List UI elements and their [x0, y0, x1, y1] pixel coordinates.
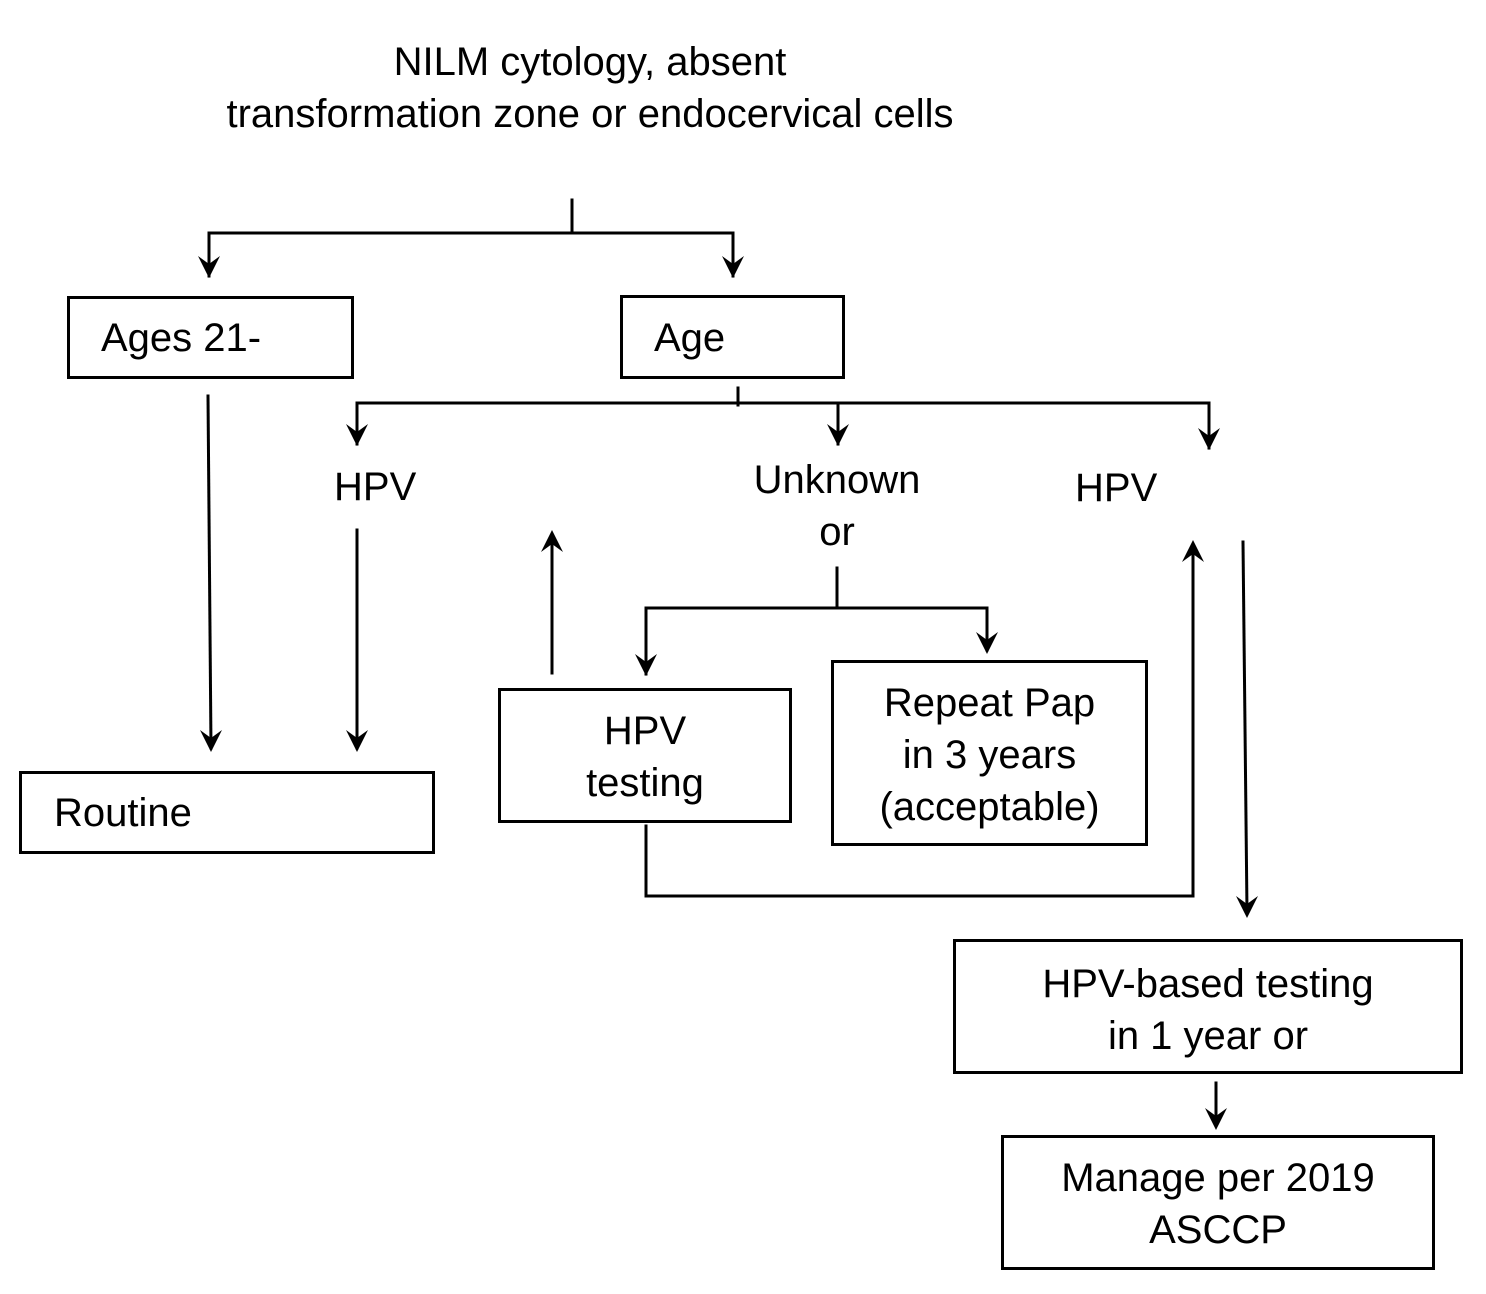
arrowhead-ages-21 — [198, 256, 220, 278]
repeat-pap-line-3: (acceptable) — [879, 785, 1100, 829]
routine-box: Routine — [19, 771, 435, 854]
hpv-based-line-2: in 1 year or — [1107, 1014, 1309, 1058]
unknown-line-1: Unknown — [753, 458, 921, 502]
connector-hpvright-hpvbased — [1241, 540, 1249, 914]
arrowhead-hpv-based — [1236, 896, 1258, 918]
arrowhead-hpv-right — [1198, 428, 1220, 450]
manage-box: Manage per 2019 ASCCP — [1001, 1135, 1435, 1270]
arrowhead-unknown — [827, 424, 849, 446]
connector-title-split — [207, 198, 735, 235]
connector-hpvtesting-hpvright — [644, 544, 1195, 898]
repeat-pap-line-1: Repeat Pap — [883, 681, 1096, 725]
manage-line-1: Manage per 2019 — [1061, 1156, 1375, 1200]
ages-21-box: Ages 21- — [67, 296, 354, 379]
hpv-based-testing-box: HPV-based testing in 1 year or — [953, 939, 1463, 1074]
diagram-title: NILM cytology, absent transformation zon… — [140, 36, 1040, 140]
hpv-testing-box: HPV testing — [498, 688, 792, 823]
arrowhead-hpv-testing — [635, 654, 657, 676]
connector-unknown-split — [644, 566, 989, 610]
repeat-pap-box: Repeat Pap in 3 years (acceptable) — [831, 660, 1148, 846]
unknown-label: Unknown or — [737, 454, 937, 558]
title-line-1: NILM cytology, absent — [393, 40, 787, 84]
hpv-testing-line-1: HPV — [603, 709, 687, 753]
ages-21-label: Ages 21- — [101, 316, 262, 360]
arrowhead-age — [722, 256, 744, 278]
age-box: Age — [620, 295, 845, 379]
hpv-testing-line-2: testing — [586, 761, 704, 805]
hpv-based-line-1: HPV-based testing — [1042, 962, 1374, 1006]
title-line-2: transformation zone or endocervical cell… — [226, 92, 954, 136]
arrowhead-hpv-left — [346, 424, 368, 446]
routine-label: Routine — [54, 791, 192, 835]
repeat-pap-line-2: in 3 years — [902, 733, 1077, 777]
connector-ages21-routine — [206, 394, 213, 750]
hpv-right-label: HPV — [1075, 466, 1158, 510]
hpv-left-label: HPV — [334, 465, 417, 509]
age-label: Age — [654, 316, 726, 360]
arrowhead-routine-a — [200, 730, 222, 752]
arrowhead-up-left — [541, 530, 563, 552]
unknown-line-2: or — [819, 510, 855, 554]
manage-line-2: ASCCP — [1149, 1208, 1287, 1252]
arrowhead-routine-b — [346, 730, 368, 752]
connector-age-split — [355, 386, 1211, 407]
arrowhead-repeat-pap — [976, 632, 998, 654]
arrowhead-manage — [1205, 1108, 1227, 1130]
arrowhead-up-right — [1182, 540, 1204, 562]
